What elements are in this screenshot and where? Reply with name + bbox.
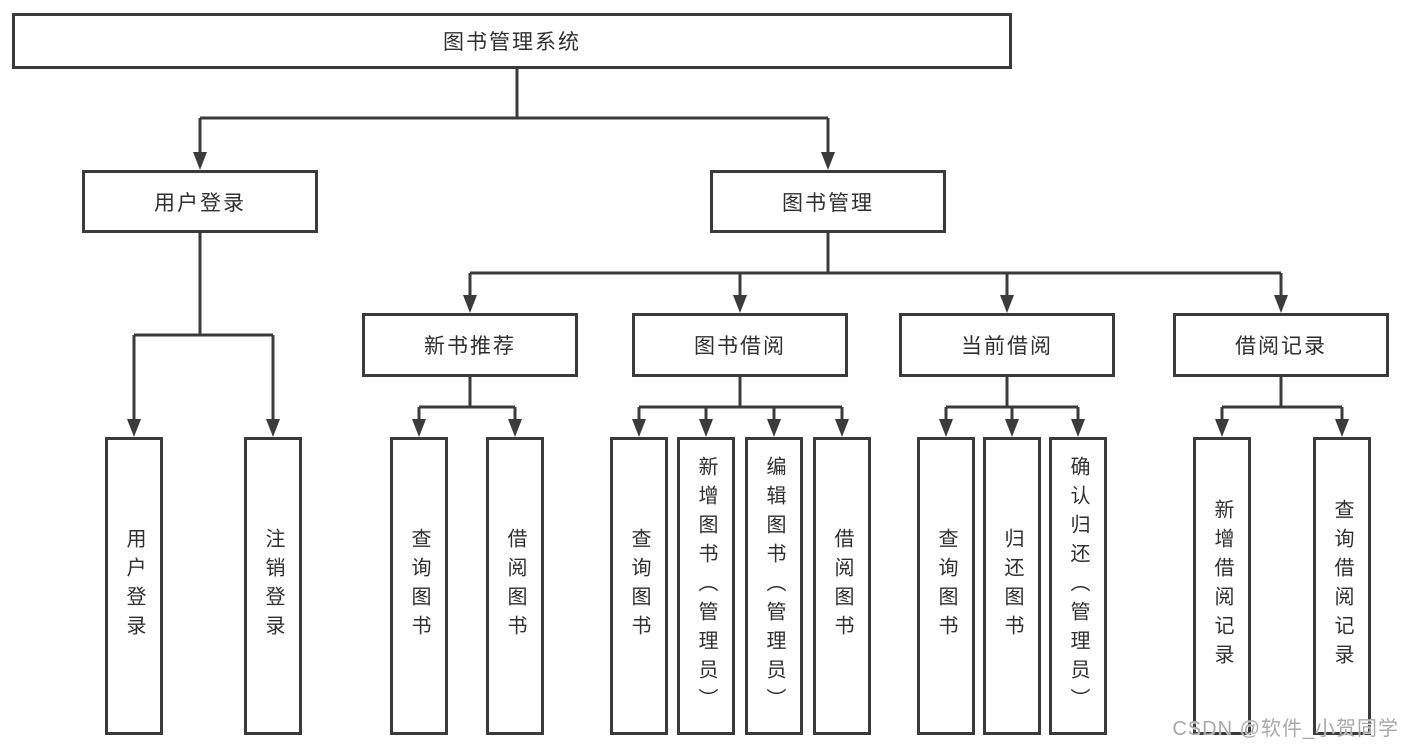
leaf-borrow-books-recommend: 借阅图书 bbox=[486, 437, 544, 735]
leaf-confirm-return-admin: 确认归还（管理员） bbox=[1049, 437, 1107, 735]
arrowheads bbox=[127, 152, 1349, 437]
leaf-logout: 注销登录 bbox=[244, 437, 302, 735]
leaf-query-books-current: 查询图书 bbox=[917, 437, 975, 735]
node-current-borrowing: 当前借阅 bbox=[899, 313, 1115, 377]
node-borrowing-records: 借阅记录 bbox=[1173, 313, 1389, 377]
csdn-watermark: CSDN @软件_小贺同学 bbox=[1172, 718, 1399, 740]
leaf-add-books-admin: 新增图书（管理员） bbox=[677, 437, 735, 735]
leaf-borrow-books-borrowing: 借阅图书 bbox=[813, 437, 871, 735]
leaf-add-borrow-record: 新增借阅记录 bbox=[1193, 437, 1251, 735]
node-book-management: 图书管理 bbox=[710, 170, 946, 233]
leaf-user-login: 用户登录 bbox=[105, 437, 163, 735]
leaf-return-books: 归还图书 bbox=[983, 437, 1041, 735]
node-user-login: 用户登录 bbox=[82, 170, 318, 233]
node-new-book-recommend: 新书推荐 bbox=[362, 313, 578, 377]
leaf-query-borrow-record: 查询借阅记录 bbox=[1313, 437, 1371, 735]
node-book-borrowing: 图书借阅 bbox=[632, 313, 848, 377]
leaf-edit-books-admin: 编辑图书（管理员） bbox=[745, 437, 803, 735]
leaf-query-books-recommend: 查询图书 bbox=[390, 437, 448, 735]
leaf-query-books-borrowing: 查询图书 bbox=[610, 437, 668, 735]
node-library-system: 图书管理系统 bbox=[12, 13, 1012, 69]
